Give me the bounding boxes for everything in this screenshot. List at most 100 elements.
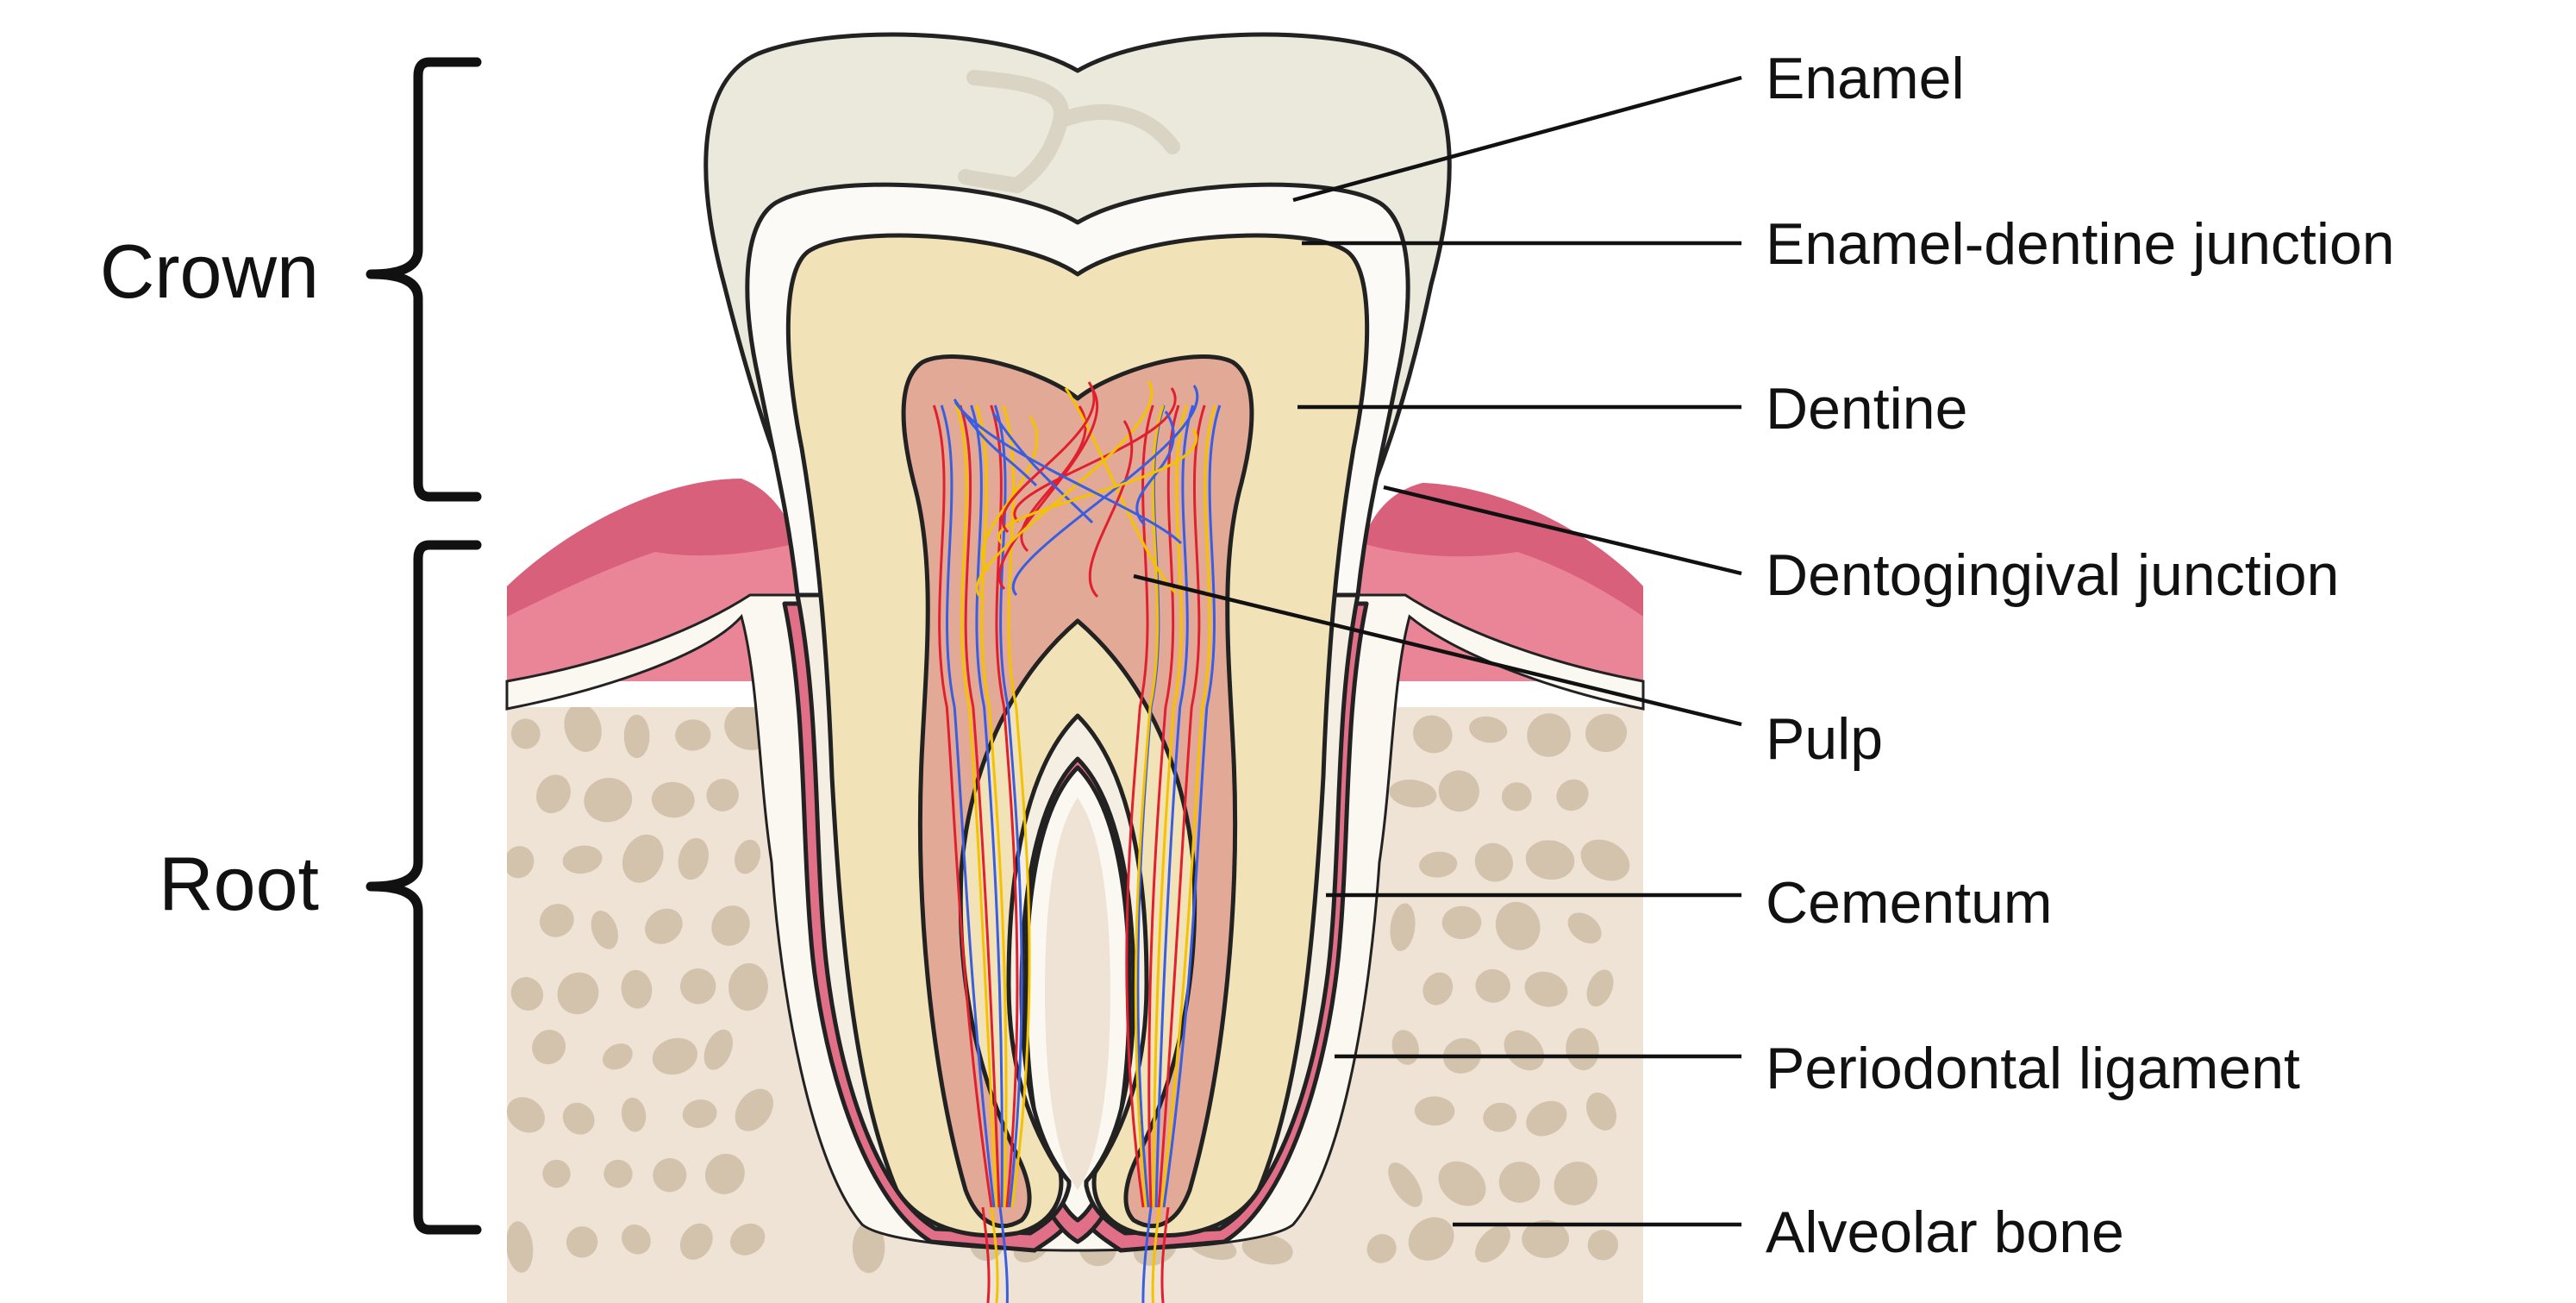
pulp-vessel: [1088, 420, 1134, 598]
bone-trabecula: [653, 1158, 687, 1193]
pulp-vessel: [1125, 404, 1154, 1208]
bone-trabecula: [1554, 1161, 1597, 1206]
pulp-vessel: [959, 404, 1001, 1208]
label-enamel-dentine-junction: Enamel-dentine junction: [1766, 211, 2395, 277]
bone-trabecula: [1556, 779, 1589, 811]
bone-trabecula: [1567, 912, 1602, 944]
bone-trabecula: [1366, 1234, 1397, 1263]
bone-trabecula: [564, 707, 602, 752]
label-pulp: Pulp: [1766, 706, 1883, 772]
bone-trabecula: [1580, 839, 1630, 881]
bone-trabecula: [679, 1223, 713, 1260]
bone-trabecula: [1419, 851, 1458, 878]
bone-trabecula: [1527, 713, 1571, 757]
root-label: Root: [159, 841, 319, 926]
leader-dentogingival-junction: [1383, 485, 1742, 576]
bone-trabecula: [1241, 1233, 1293, 1265]
bone-trabecula: [1501, 782, 1532, 811]
bone-trabecula: [510, 718, 541, 749]
bone-trabecula: [1526, 1100, 1567, 1137]
bone-trabecula: [584, 777, 633, 823]
bone-trabecula: [510, 977, 544, 1011]
label-alveolar-bone: Alveolar bone: [1766, 1200, 2124, 1265]
label-enamel: Enamel: [1766, 46, 1965, 111]
structure-labels: Enamel Enamel-dentine junction Dentine D…: [1766, 46, 2395, 1265]
pulp-vessel: [970, 404, 1004, 1208]
pulp-vessel: [1134, 404, 1165, 1208]
leader-enamel: [1292, 75, 1742, 203]
label-dentogingival-junction: Dentogingival junction: [1766, 542, 2339, 608]
pulp-vessel: [1135, 410, 1175, 527]
label-cementum: Cementum: [1766, 870, 2053, 936]
bone-trabecula: [706, 779, 739, 811]
pulp-vessel: [932, 404, 993, 1208]
bone-trabecula: [623, 714, 650, 759]
bone-trabecula: [1441, 905, 1482, 940]
bone-trabecula: [507, 1097, 545, 1133]
pulp-vessel: [1162, 404, 1222, 1208]
bone-trabecula: [532, 1030, 566, 1065]
bone-trabecula: [675, 719, 711, 751]
bone-trabecula: [1408, 1217, 1454, 1261]
bone-trabecula: [703, 1029, 733, 1070]
bone-trabecula: [1475, 1225, 1510, 1262]
crown-label: Crown: [100, 229, 319, 314]
root-bracket: [366, 540, 482, 1235]
pulp-vessel: [1064, 387, 1178, 595]
pulp-vessel: [980, 416, 1039, 573]
pulp-vessel: [954, 404, 998, 1208]
pulp-vessel: [993, 404, 1023, 1208]
pulp-vessel: [1154, 404, 1195, 1208]
label-dentine: Dentine: [1766, 376, 1967, 442]
leader-lines: [1133, 75, 1742, 1227]
pulp-vessel: [990, 404, 1019, 1208]
bone-trabecula: [622, 834, 664, 883]
bone-trabecula: [1495, 901, 1541, 950]
pulp-vessel: [940, 404, 996, 1208]
bone-trabecula: [507, 846, 535, 879]
bone-trabecula: [603, 1159, 633, 1188]
bone-trabecula: [1483, 1102, 1517, 1132]
bone-trabecula: [1438, 770, 1479, 812]
bone-trabecula: [591, 911, 618, 949]
bone-trabecula: [539, 904, 574, 937]
bone-trabecula: [536, 774, 571, 814]
bone-trabecula: [621, 969, 653, 1009]
pulp-vessel: [997, 428, 1197, 545]
bone-trabecula: [1524, 971, 1568, 1007]
bone-trabecula: [622, 1225, 651, 1255]
bone-trabecula: [1587, 1230, 1619, 1261]
bone-trabecula: [1585, 1092, 1617, 1131]
pulp-vessel: [1157, 404, 1206, 1208]
bone-trabecula: [507, 1221, 534, 1273]
pulp-blood-vessels-and-nerves: [932, 380, 1222, 1208]
pulp-vessel: [953, 401, 1183, 545]
bone-trabecula: [735, 839, 761, 874]
bone-trabecula: [542, 1159, 571, 1188]
bone-trabecula: [1498, 1162, 1541, 1203]
leader-pulp: [1133, 573, 1742, 727]
bone-trabecula: [1388, 1162, 1422, 1207]
pulp-vessel: [975, 404, 1008, 1208]
bone-trabecula: [1422, 972, 1454, 1005]
pulp: [901, 354, 1254, 1229]
pulp-vessel: [1152, 404, 1188, 1208]
label-periodontal-ligament: Periodontal ligament: [1766, 1036, 2300, 1101]
bone-trabecula: [679, 968, 716, 1005]
bone-trabecula: [1586, 969, 1614, 1007]
bone-trabecula: [729, 1223, 766, 1256]
bone-trabecula: [735, 1088, 773, 1131]
pulp-vessel: [975, 380, 1154, 598]
pulp-vessel: [991, 412, 1094, 524]
pulp-vessel: [1001, 381, 1096, 534]
bone-trabecula: [678, 837, 710, 880]
bone-trabecula: [562, 845, 603, 874]
bone-trabecula: [1438, 1161, 1486, 1206]
bone-trabecula: [621, 1097, 647, 1132]
pulp-vessel: [1002, 404, 1031, 1208]
bone-trabecula: [645, 908, 683, 944]
pulp-vessel: [1147, 404, 1180, 1208]
bone-trabecula: [728, 962, 768, 1012]
bone-trabecula: [1525, 840, 1575, 880]
